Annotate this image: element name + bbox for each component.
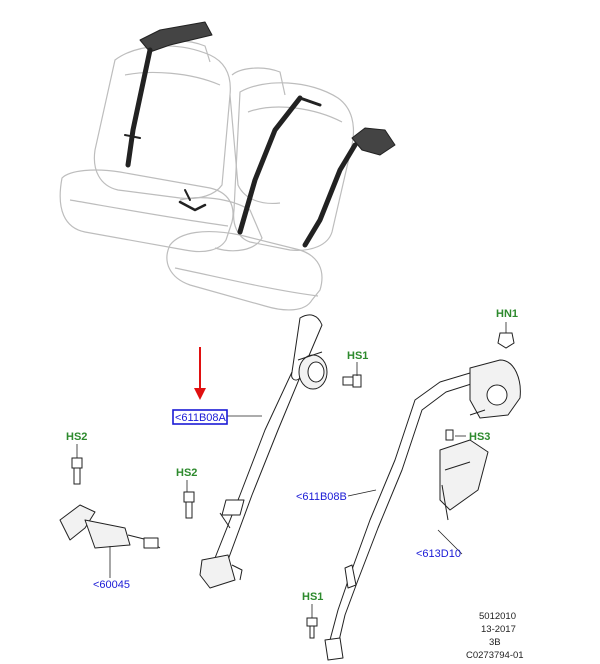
- footer-line-4: C0273794-01: [466, 650, 524, 661]
- label-ref-611b08a: <611B08A: [175, 412, 227, 424]
- bolt-hs2-mid: [183, 491, 195, 519]
- label-hs1-bottom: HS1: [302, 591, 323, 603]
- label-ref-60045: <60045: [93, 579, 130, 591]
- seat-belt-611b08b: [324, 359, 521, 661]
- label-hs2-left: HS2: [66, 431, 87, 443]
- label-hs2-mid: HS2: [176, 467, 197, 479]
- highlight-box-611b08a: [172, 409, 228, 425]
- bolt-hs2-left: [71, 457, 83, 485]
- label-hs1-top: HS1: [347, 350, 368, 362]
- label-hs3: HS3: [469, 431, 490, 443]
- label-ref-613d10: <613D10: [416, 548, 461, 560]
- nut-hn1: [497, 332, 515, 349]
- label-ref-611b08b: <611B08B: [296, 491, 347, 503]
- leader-lines: [76, 322, 507, 618]
- bolt-hs1-top: [342, 374, 362, 388]
- red-arrow-icon: [194, 347, 206, 400]
- seat-belt-611b08a: [199, 314, 328, 589]
- rear-seat-illustration: [59, 40, 355, 311]
- label-hn1: HN1: [496, 308, 518, 320]
- seat-belts-installed: [124, 21, 396, 248]
- footer-line-1: 5012010: [479, 611, 516, 622]
- footer-line-3: 3B: [489, 637, 501, 648]
- footer-line-2: 13-2017: [481, 624, 516, 635]
- bolt-hs3: [445, 429, 454, 441]
- bolt-hs1-bottom: [306, 617, 318, 639]
- buckle-60045: [59, 504, 161, 549]
- drawing-reference-block: 5012010 13-2017 3B C0273794-01: [466, 611, 524, 661]
